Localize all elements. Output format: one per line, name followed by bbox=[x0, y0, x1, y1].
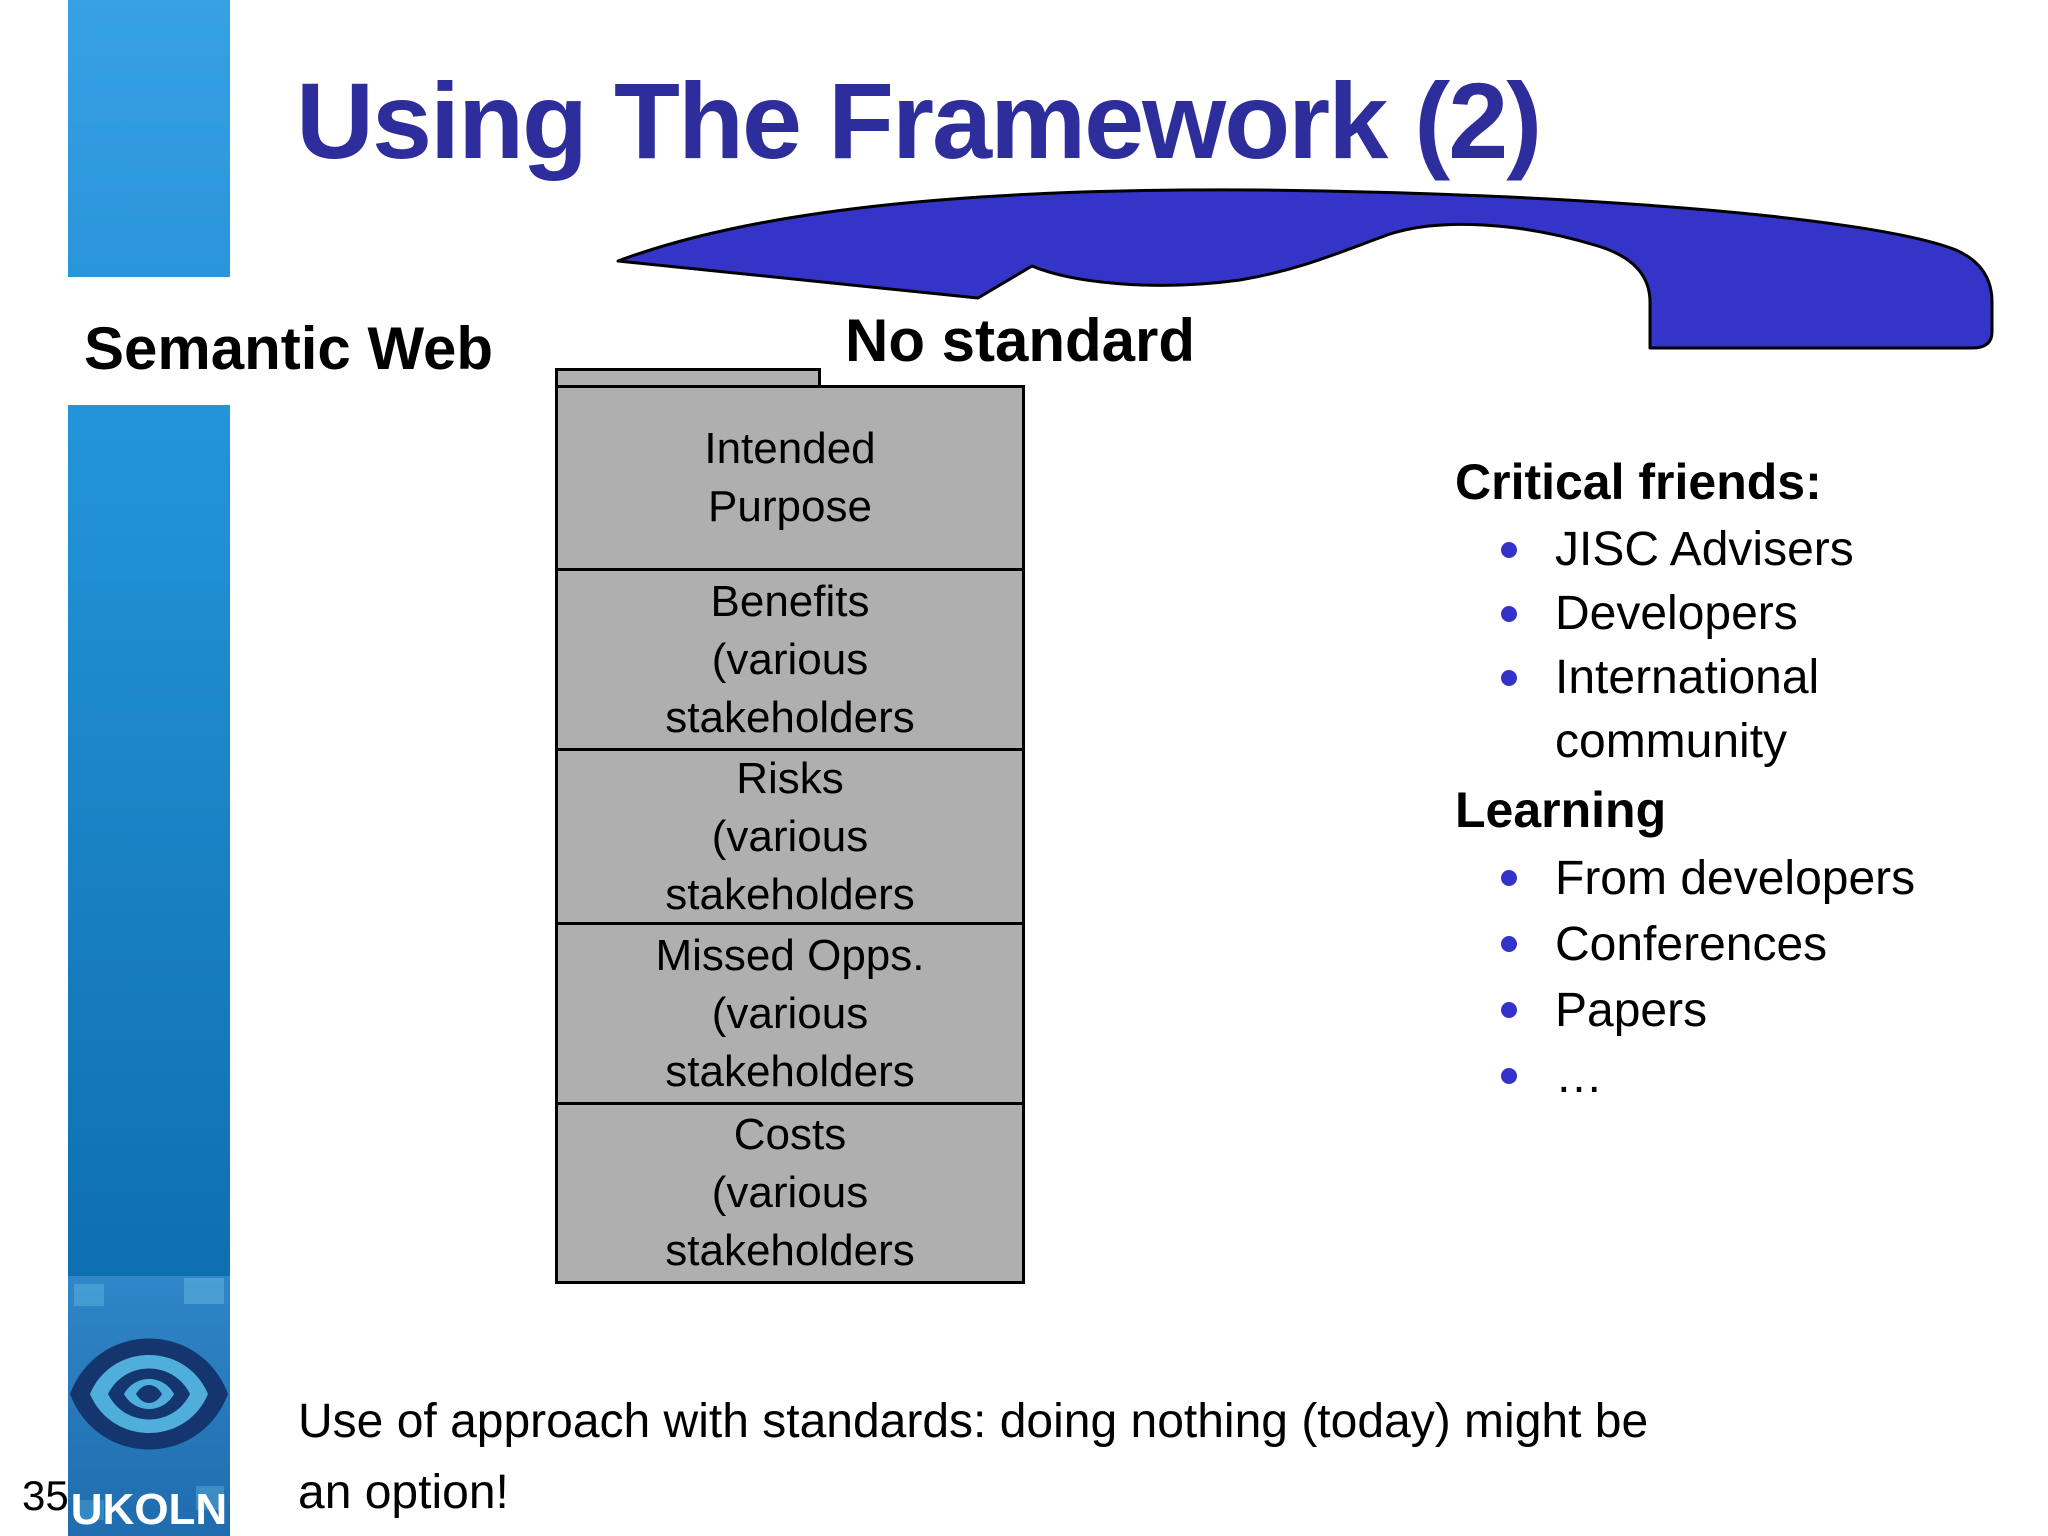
stack-box-line: (various bbox=[711, 811, 869, 861]
list-item: International community bbox=[1455, 646, 2048, 774]
stack-box-line: Purpose bbox=[708, 482, 872, 531]
list-item: Conferences bbox=[1455, 912, 2048, 978]
bullet-icon bbox=[1501, 606, 1517, 622]
stack-box-line: Intended bbox=[704, 424, 876, 473]
list-item: Developers bbox=[1455, 582, 2048, 646]
stack-box-line: Benefits bbox=[710, 576, 870, 626]
list-item: … bbox=[1455, 1044, 2048, 1110]
framework-stack: Intended Purpose Benefits (various stake… bbox=[555, 368, 1025, 1284]
stack-box-line: stakeholders bbox=[665, 869, 915, 919]
bullet-icon bbox=[1501, 870, 1517, 886]
curved-arrow-shape bbox=[616, 188, 1994, 350]
stack-box-line: (various bbox=[711, 1168, 869, 1217]
list-item-label: … bbox=[1555, 1050, 1603, 1103]
stack-box-risks: Risks (various stakeholders bbox=[555, 748, 1025, 925]
heading-learning: Learning bbox=[1455, 782, 1667, 838]
stack-box-line: stakeholders bbox=[665, 692, 915, 742]
ukoln-logo-text: UKOLN bbox=[71, 1485, 227, 1534]
list-item: From developers bbox=[1455, 846, 2048, 912]
stack-hidden-box-edge bbox=[555, 368, 821, 385]
label-no-standard: No standard bbox=[845, 307, 1196, 374]
stack-box-line: stakeholders bbox=[665, 1226, 915, 1275]
bullet-icon bbox=[1501, 1068, 1517, 1084]
stack-box-intended-purpose: Intended Purpose bbox=[555, 385, 1025, 571]
stack-box-line: (various bbox=[711, 634, 869, 684]
learning-section: Learning From developers Conferences Pap… bbox=[1455, 774, 2048, 1110]
heading-critical-friends: Critical friends: bbox=[1455, 454, 1822, 510]
list-item: Papers bbox=[1455, 978, 2048, 1044]
stack-box-line: Missed Opps. bbox=[655, 930, 925, 980]
stack-box-line: stakeholders bbox=[665, 1046, 915, 1096]
label-semantic-web: Semantic Web bbox=[84, 315, 494, 382]
page-number: 35 bbox=[22, 1472, 69, 1519]
bottom-note-line: an option! bbox=[298, 1466, 509, 1519]
list-item: JISC Advisers bbox=[1455, 518, 2048, 582]
stack-box-line: Costs bbox=[733, 1110, 847, 1159]
slide-title: Using The Framework (2) bbox=[296, 60, 1542, 181]
bullet-icon bbox=[1501, 1002, 1517, 1018]
stack-box-costs: Costs (various stakeholders bbox=[555, 1102, 1025, 1284]
list-item-label: JISC Advisers bbox=[1555, 523, 1854, 576]
ukoln-logo: UKOLN bbox=[68, 1276, 230, 1536]
list-item-label: From developers bbox=[1555, 852, 1916, 905]
bullet-icon bbox=[1501, 542, 1517, 558]
list-item-label: Papers bbox=[1555, 984, 1708, 1037]
stack-box-benefits: Benefits (various stakeholders bbox=[555, 568, 1025, 751]
stack-box-line: (various bbox=[711, 988, 869, 1038]
bullet-icon bbox=[1501, 670, 1517, 686]
list-item-label: Developers bbox=[1555, 587, 1798, 640]
bottom-note-line: Use of approach with standards: doing no… bbox=[298, 1395, 1649, 1448]
bullet-icon bbox=[1501, 936, 1517, 952]
left-bar-main-segment bbox=[68, 405, 230, 1276]
bottom-note: Use of approach with standards: doing no… bbox=[298, 1386, 1958, 1528]
ukoln-logo-graphic: UKOLN bbox=[68, 1276, 230, 1536]
left-bar-top-segment bbox=[68, 0, 230, 277]
list-item-label: Conferences bbox=[1555, 918, 1828, 971]
stack-box-line: Risks bbox=[736, 753, 844, 803]
stack-box-missed-opps: Missed Opps. (various stakeholders bbox=[555, 922, 1025, 1105]
right-column: Critical friends: JISC Advisers Develope… bbox=[1455, 446, 2048, 1110]
list-item-label: International community bbox=[1555, 651, 1820, 768]
